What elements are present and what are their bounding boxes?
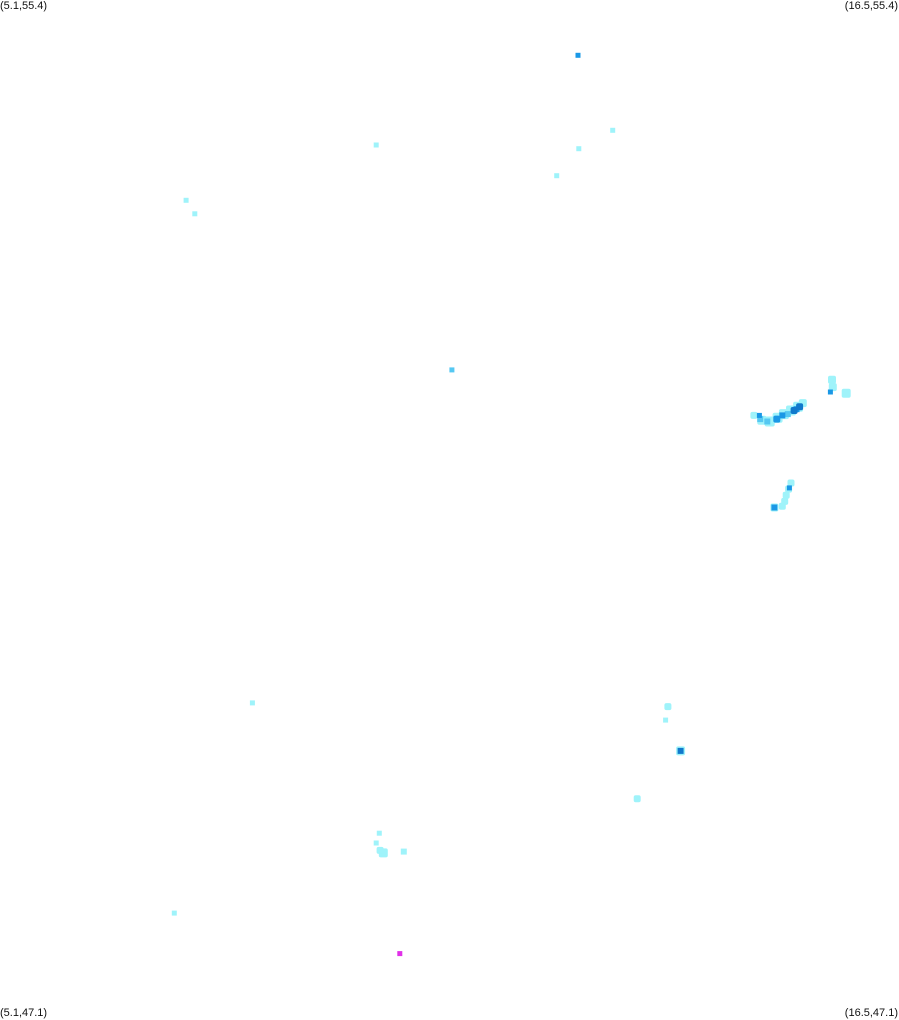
- map-point-low: [782, 491, 790, 499]
- corner-label-top-right: (16.5,55.4): [844, 0, 898, 12]
- map-point-high: [786, 485, 792, 491]
- map-point-outlier: [397, 951, 403, 957]
- map-point-low: [183, 197, 189, 203]
- map-point-low: [778, 502, 786, 510]
- map-point-high: [773, 415, 781, 423]
- map-point-low: [841, 388, 851, 398]
- map-point-highest: [677, 747, 684, 754]
- map-point-mid: [764, 418, 771, 425]
- map-point-low: [400, 848, 407, 855]
- map-point-low: [828, 383, 837, 392]
- map-point-high: [779, 412, 786, 419]
- map-point-mid: [757, 416, 764, 423]
- map-point-high: [771, 504, 778, 511]
- map-point-low: [633, 795, 641, 803]
- corner-label-bottom-left: (5.1,47.1): [0, 1007, 48, 1019]
- map-point-low: [554, 173, 560, 179]
- map-point-highest: [796, 403, 804, 411]
- map-point-low: [576, 146, 582, 152]
- corner-label-top-left: (5.1,55.4): [0, 0, 48, 12]
- map-point-high: [575, 52, 581, 58]
- map-point-high: [827, 389, 833, 395]
- corner-label-bottom-right: (16.5,47.1): [844, 1007, 898, 1019]
- map-point-low: [373, 840, 379, 846]
- map-point-high: [756, 412, 762, 418]
- map-point-low: [249, 700, 255, 706]
- map-point-low: [610, 127, 616, 133]
- map-point-low: [171, 910, 177, 916]
- map-point-low: [663, 717, 669, 723]
- map-point-low: [828, 375, 836, 384]
- map-point-mid: [784, 411, 791, 418]
- map-point-highest: [790, 407, 798, 414]
- map-point-low: [664, 703, 672, 711]
- map-point-low: [750, 411, 758, 419]
- map-point-low: [376, 830, 382, 836]
- map-point-mid: [449, 367, 455, 373]
- map-point-low: [373, 142, 379, 148]
- map-point-low: [376, 846, 384, 854]
- map-point-low: [192, 211, 198, 217]
- map-point-low: [787, 479, 795, 487]
